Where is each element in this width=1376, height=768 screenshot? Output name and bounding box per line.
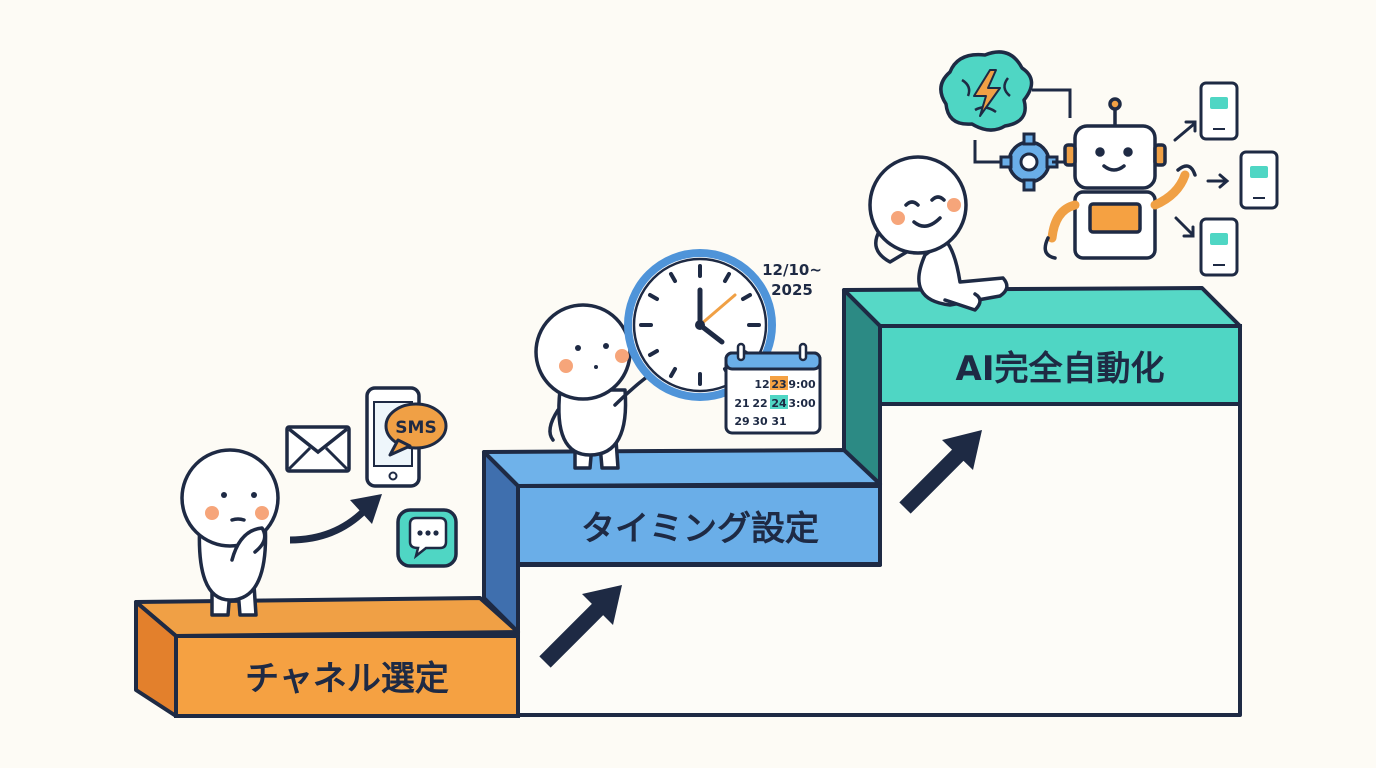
step-1-block: チャネル選定: [134, 596, 520, 718]
brain-icon: [939, 50, 1034, 132]
email-icon: [285, 425, 351, 473]
relaxing-character: [868, 155, 1009, 312]
calendar-cell: 23: [771, 378, 786, 391]
calendar-cell: 3:00: [788, 397, 816, 410]
robot-icon: [1043, 97, 1197, 260]
step-3-block: AI完全自動化: [842, 286, 1242, 486]
up-arrow-icon: [899, 430, 982, 514]
distribution-arrows: [1173, 120, 1230, 238]
thinking-character: [180, 448, 280, 617]
gear-icon: [999, 132, 1059, 192]
phone-icon: [1199, 81, 1239, 141]
calendar-cell: 9:00: [788, 378, 816, 391]
phone-icon: [1239, 150, 1279, 210]
date-range-line2: 2025: [771, 281, 813, 299]
calendar-cell: 31: [771, 415, 786, 428]
sms-phone-icon: SMS: [365, 386, 448, 488]
pointing-character: [534, 303, 673, 470]
calendar-cell: 24: [771, 397, 787, 410]
calendar-cell: 29: [734, 415, 749, 428]
connector-line: [1032, 88, 1072, 118]
sms-label: SMS: [395, 418, 436, 438]
step-1-label: チャネル選定: [245, 659, 449, 699]
date-range-line1: 12/10~: [762, 261, 822, 279]
calendar-cell: 21: [734, 397, 749, 410]
calendar-cell: 22: [752, 397, 767, 410]
calendar-icon: 12 23 9:00 21 22 24 3:00 29 30 31: [724, 342, 822, 435]
chat-icon: [396, 508, 458, 568]
up-arrow-icon: [539, 585, 622, 668]
connector-line: [973, 140, 1000, 164]
curved-arrow-icon: [289, 494, 382, 544]
phone-icon: [1199, 217, 1239, 277]
calendar-cell: 12: [754, 378, 769, 391]
step-2-label: タイミング設定: [581, 509, 819, 549]
step-3-label: AI完全自動化: [956, 349, 1165, 389]
calendar-cell: 30: [752, 415, 768, 428]
